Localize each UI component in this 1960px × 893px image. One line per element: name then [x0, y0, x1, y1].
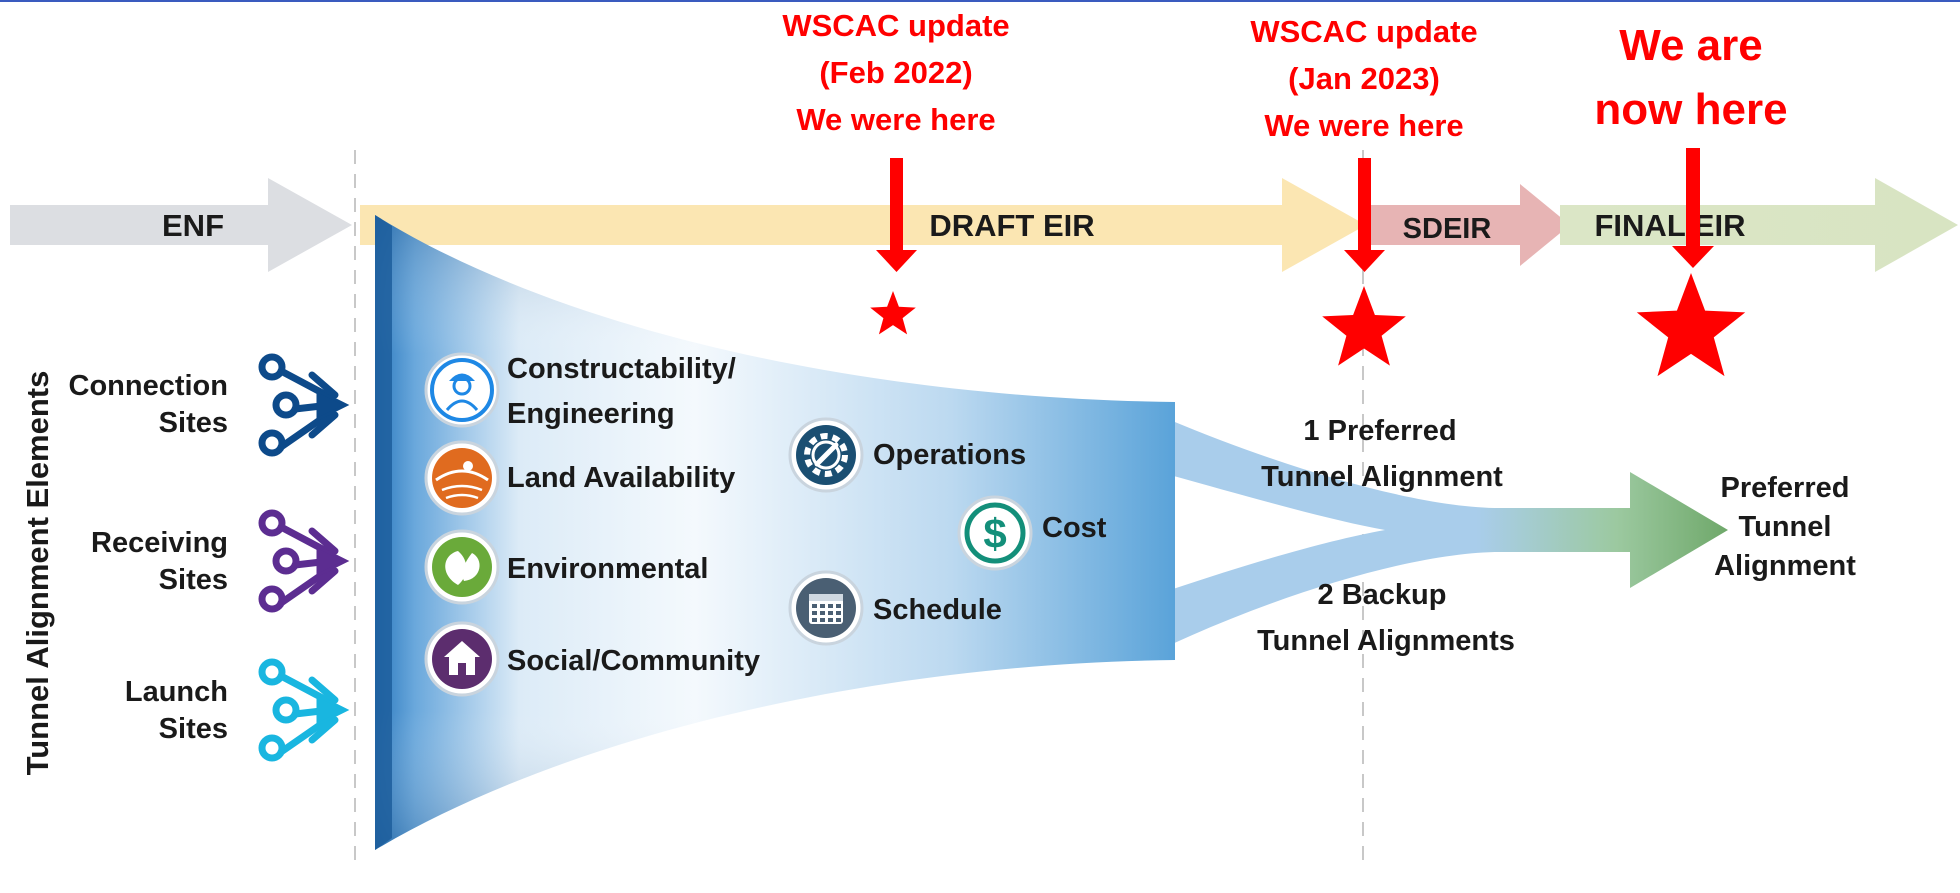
output-final-line-3: Alignment — [1714, 550, 1856, 582]
output-preferred-line-1: 1 Preferred — [1303, 415, 1456, 447]
site-label-receiving-line-2: Sites — [159, 564, 228, 596]
criterion-label-constructability-line-2: Engineering — [507, 398, 675, 430]
phase-label-draft-eir: DRAFT EIR — [929, 208, 1094, 243]
criterion-label-cost: Cost — [1042, 512, 1107, 544]
callout-now-line-2: now here — [1594, 85, 1787, 134]
callout-now-line-1: We are — [1619, 21, 1763, 70]
output-flow — [1170, 420, 1728, 645]
output-final-line-2: Tunnel — [1739, 511, 1832, 543]
output-backup-line-2: Tunnel Alignments — [1257, 625, 1515, 657]
callout-feb-2022-line-2: (Feb 2022) — [819, 55, 972, 90]
site-label-receiving-line-1: Receiving — [91, 527, 228, 559]
calendar-icon — [788, 570, 864, 646]
output-final-line-1: Preferred — [1721, 472, 1850, 504]
output-backup-line-1: 2 Backup — [1318, 579, 1447, 611]
site-label-connection-line-1: Connection — [69, 370, 229, 402]
leaf-icon — [424, 529, 500, 605]
connector-icon — [258, 509, 350, 613]
phase-label-enf: ENF — [162, 208, 224, 243]
final-eir-arrow — [1560, 178, 1958, 272]
star-now — [1636, 273, 1746, 377]
svg-text:$: $ — [983, 510, 1006, 557]
sdeir-arrow — [1366, 184, 1570, 266]
callout-feb-2022-line-1: WSCAC update — [782, 8, 1009, 43]
callout-feb-2022-line-3: We were here — [796, 102, 995, 137]
phase-label-final-eir: FINAL EIR — [1595, 208, 1746, 243]
site-label-connection-line-2: Sites — [159, 407, 228, 439]
output-preferred-line-2: Tunnel Alignment — [1261, 461, 1503, 493]
process-diagram: ENF DRAFT EIR SDEIR FINAL EIR WSCAC upda… — [10, 8, 1958, 867]
criterion-label-land-availability: Land Availability — [507, 462, 735, 494]
star-feb-2022 — [870, 291, 916, 335]
site-label-launch-line-1: Launch — [125, 676, 228, 708]
house-icon — [424, 621, 500, 697]
draft-eir-arrow — [360, 178, 1366, 272]
callout-jan-2023-line-2: (Jan 2023) — [1288, 61, 1440, 96]
star-jan-2023 — [1322, 286, 1406, 366]
criterion-label-operations: Operations — [873, 439, 1026, 471]
top-border-line — [0, 0, 1960, 2]
callout-jan-2023-line-3: We were here — [1264, 108, 1463, 143]
site-label-launch-line-2: Sites — [159, 713, 228, 745]
enf-arrow — [10, 178, 352, 272]
criterion-label-social-community: Social/Community — [507, 645, 760, 677]
criterion-label-environmental: Environmental — [507, 553, 708, 585]
side-title: Tunnel Alignment Elements — [20, 370, 55, 776]
criterion-label-constructability-line-1: Constructability/ — [507, 353, 736, 385]
connector-icon — [258, 658, 350, 762]
gear-wrench-icon — [788, 417, 864, 493]
connector-icon — [258, 353, 350, 457]
phase-label-sdeir: SDEIR — [1403, 213, 1492, 245]
criterion-label-schedule: Schedule — [873, 594, 1002, 626]
dollar-icon: $ — [957, 495, 1033, 571]
engineer-icon — [424, 352, 500, 428]
land-icon — [424, 440, 500, 516]
callout-jan-2023-line-1: WSCAC update — [1250, 14, 1477, 49]
